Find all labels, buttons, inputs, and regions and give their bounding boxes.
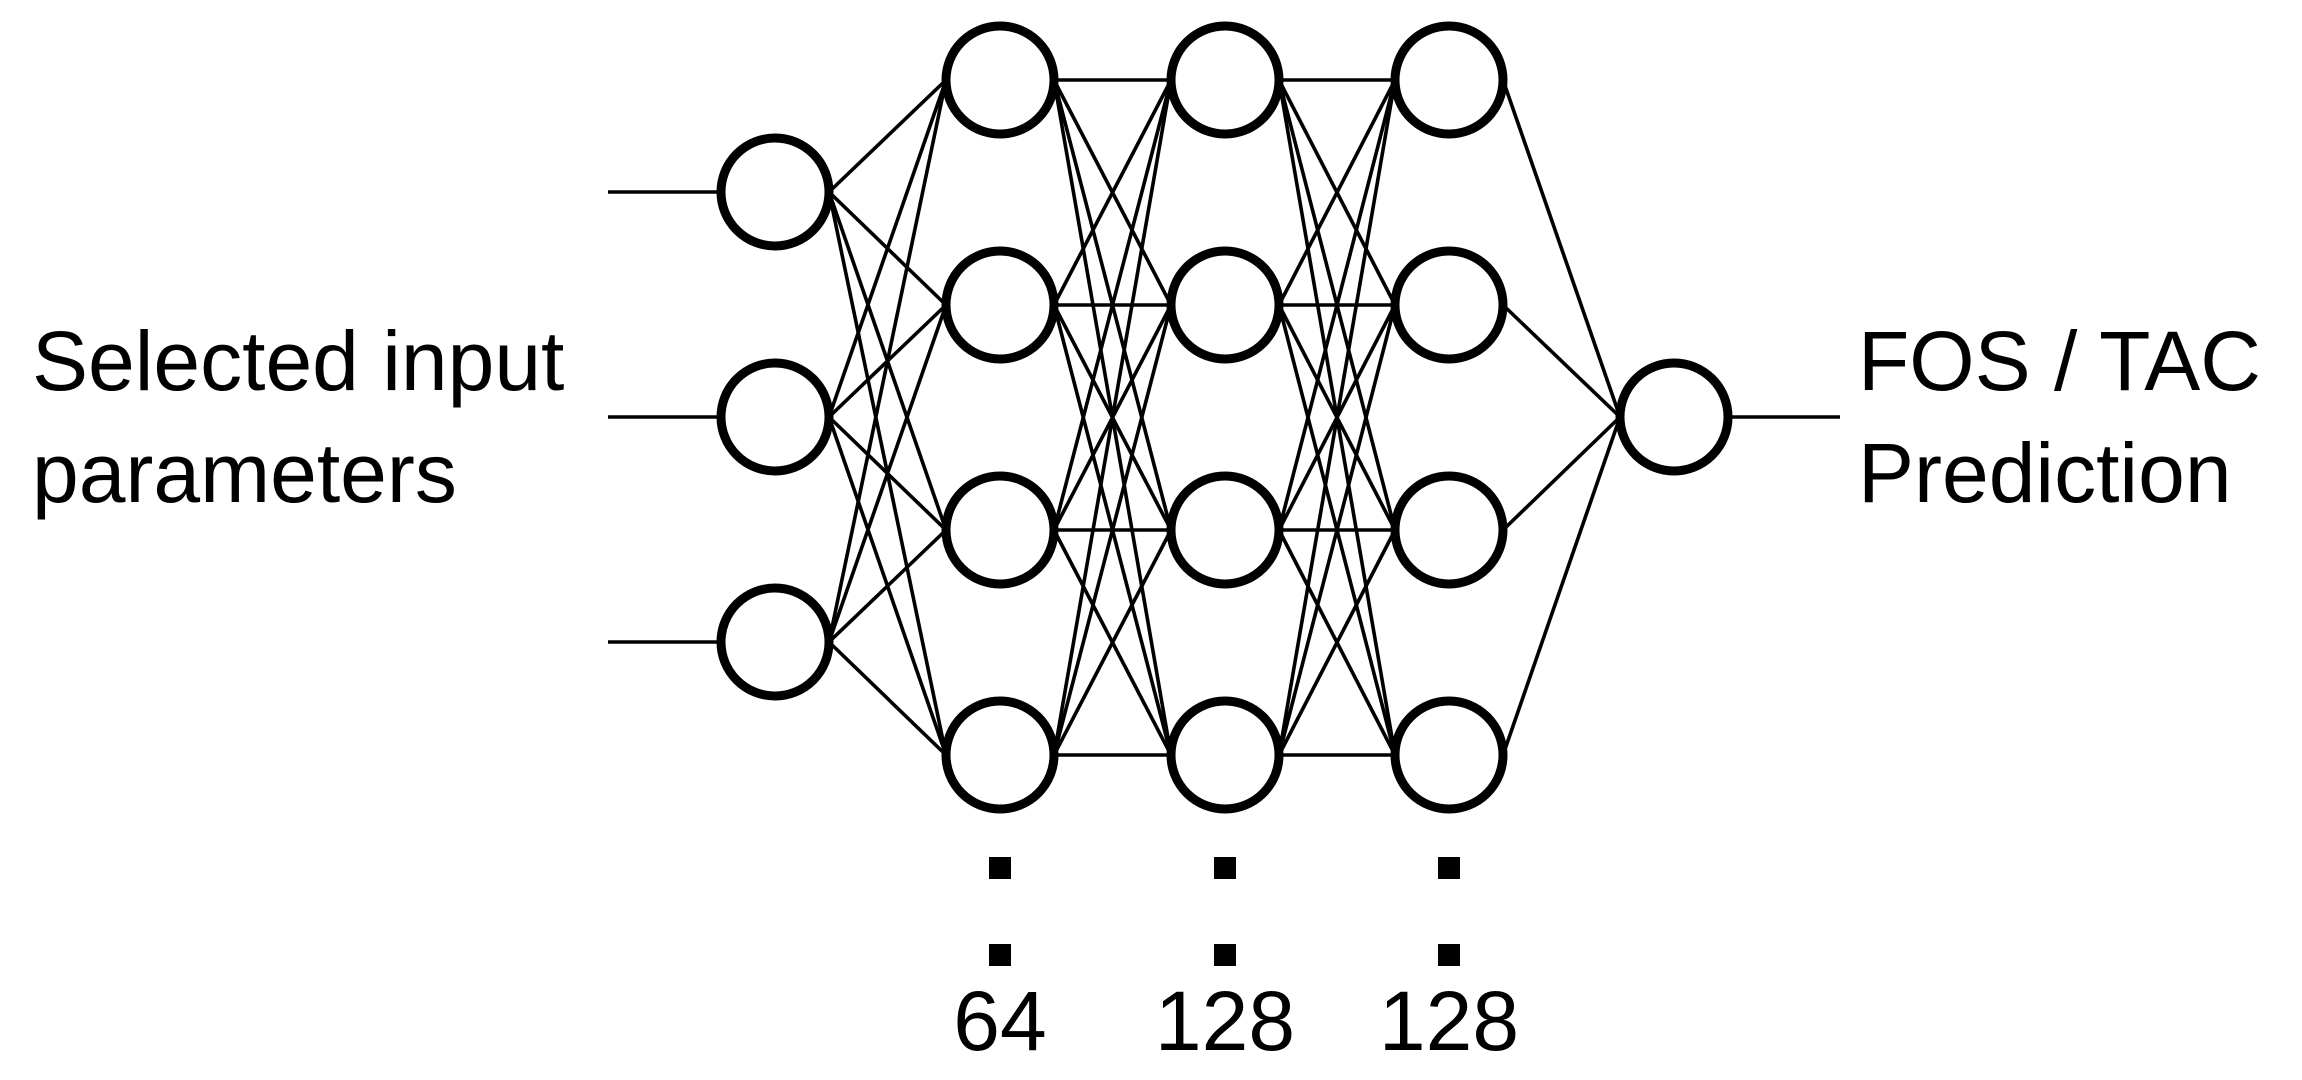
hidden-1-node xyxy=(941,696,1059,814)
connection-line xyxy=(1052,79,1173,306)
hidden-2-node xyxy=(1166,696,1284,814)
output-node xyxy=(1615,358,1733,476)
connection-lines xyxy=(608,78,1840,757)
connection-line xyxy=(1052,79,1173,756)
connection-line xyxy=(1277,79,1397,306)
connection-line xyxy=(1501,303,1622,419)
ellipsis-dot xyxy=(1438,944,1460,966)
connection-line xyxy=(1277,304,1397,756)
output-label-line-2: Prediction xyxy=(1858,426,2232,520)
connection-line xyxy=(1277,529,1397,756)
ellipsis-dot xyxy=(1438,857,1460,879)
connection-line xyxy=(827,79,948,643)
connection-line xyxy=(1052,529,1173,756)
connection-line xyxy=(1277,79,1397,756)
input-node xyxy=(716,583,834,701)
hidden-2-node xyxy=(1166,21,1284,139)
connection-line xyxy=(827,79,948,418)
connection-line xyxy=(827,304,948,643)
ellipsis-dot xyxy=(1214,944,1236,966)
hidden-3-node xyxy=(1390,471,1508,589)
connection-line xyxy=(827,640,948,757)
input-node xyxy=(716,133,834,251)
hidden-3-node xyxy=(1390,696,1508,814)
connection-line xyxy=(1277,79,1397,531)
hidden-3-node xyxy=(1390,21,1508,139)
hidden-1-node xyxy=(941,21,1059,139)
connection-line xyxy=(1501,79,1622,418)
output-label-line-1: FOS / TAC xyxy=(1858,314,2261,408)
connection-line xyxy=(1501,415,1622,532)
hidden-1-node xyxy=(941,246,1059,364)
output-label: FOS / TAC Prediction xyxy=(1858,314,2284,520)
input-node xyxy=(716,358,834,476)
hidden-layer-3-count: 128 xyxy=(1379,974,1519,1068)
connection-line xyxy=(1501,416,1622,756)
ellipsis-dot xyxy=(1214,857,1236,879)
connection-line xyxy=(1052,304,1173,756)
hidden-layer-1-count: 64 xyxy=(953,974,1046,1068)
hidden-2-node xyxy=(1166,471,1284,589)
hidden-layer-2-count: 128 xyxy=(1155,974,1295,1068)
connection-line xyxy=(827,528,948,644)
ellipsis-dot xyxy=(989,944,1011,966)
input-label: Selected input parameters xyxy=(32,314,588,520)
hidden-3-node xyxy=(1390,246,1508,364)
neuron-nodes xyxy=(716,21,1733,814)
input-label-line-2: parameters xyxy=(32,426,457,520)
input-label-line-1: Selected input xyxy=(32,314,564,408)
ellipsis-dot xyxy=(989,857,1011,879)
continuation-dots xyxy=(989,857,1460,966)
connection-line xyxy=(827,78,948,194)
hidden-1-node xyxy=(941,471,1059,589)
hidden-2-node xyxy=(1166,246,1284,364)
connection-line xyxy=(1052,79,1173,531)
